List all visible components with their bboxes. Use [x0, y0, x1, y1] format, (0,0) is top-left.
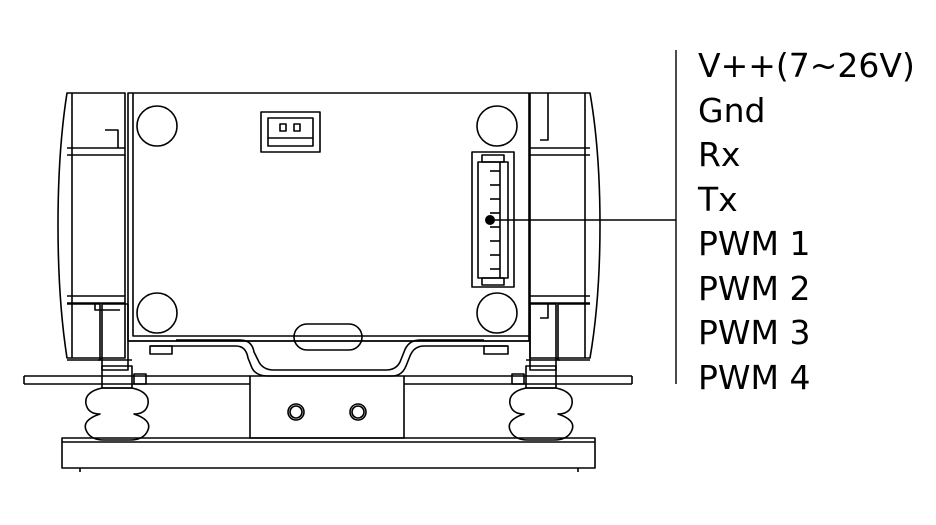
- cradle-outline: [150, 345, 508, 377]
- pinout-labels: V++(7~26V) Gnd Rx Tx PWM 1 PWM 2 PWM 3 P…: [698, 44, 915, 400]
- two-pin-connector-inner: [267, 117, 314, 147]
- cradle-foot-right: [483, 345, 509, 355]
- pin-label-pwm3: PWM 3: [698, 313, 811, 352]
- mount-hole-top-left: [136, 105, 178, 147]
- pin-label-pwm1: PWM 1: [698, 224, 811, 263]
- two-pin-connector: [260, 111, 321, 153]
- right-damper: [508, 387, 574, 441]
- cradle-outline-inner: [176, 339, 484, 371]
- right-lower-bracket: [557, 303, 590, 361]
- two-pin-connector-pin-2: [293, 123, 301, 132]
- left-housing-notch-bottom: [94, 303, 120, 311]
- mount-hole-bottom-right: [476, 292, 518, 334]
- left-housing-notch-top: [105, 129, 119, 148]
- right-damper-clip: [511, 373, 525, 385]
- pin-label-vpp: V++(7~26V): [698, 46, 915, 85]
- pedestal-screw-left-inner: [289, 405, 303, 419]
- left-outer-housing: [57, 92, 126, 359]
- left-damper-clip: [133, 373, 147, 385]
- cradle-foot-left: [149, 345, 173, 355]
- pin-label-pwm2: PWM 2: [698, 268, 811, 308]
- mount-hole-top-right: [476, 105, 518, 147]
- left-damper: [84, 387, 150, 441]
- pedestal-block: [249, 375, 405, 439]
- eight-pin-connector-tab-bottom: [481, 277, 505, 286]
- cradle-slot: [293, 323, 363, 351]
- eight-pin-connector-tab-top: [481, 154, 505, 163]
- right-outer-housing: [529, 92, 601, 359]
- mount-hole-bottom-left: [136, 292, 178, 334]
- right-housing-notch-bottom: [540, 303, 549, 319]
- pin-label-rx: Rx: [698, 135, 741, 174]
- right-housing-notch-top: [540, 93, 549, 141]
- pin-label-gnd: Gnd: [698, 90, 766, 130]
- pin-label-tx: Tx: [698, 179, 738, 219]
- left-bracket-post: [101, 303, 129, 371]
- pin-label-pwm4: PWM 4: [698, 357, 811, 397]
- pedestal-screw-right-inner: [351, 405, 365, 419]
- left-lower-bracket: [67, 303, 101, 361]
- pedestal-screw-right: [349, 403, 367, 421]
- main-board-shadow: [132, 93, 529, 337]
- pedestal-screw-left: [287, 403, 305, 421]
- main-board: [127, 92, 530, 342]
- two-pin-connector-pin-1: [279, 123, 287, 132]
- right-bracket-post: [529, 303, 557, 371]
